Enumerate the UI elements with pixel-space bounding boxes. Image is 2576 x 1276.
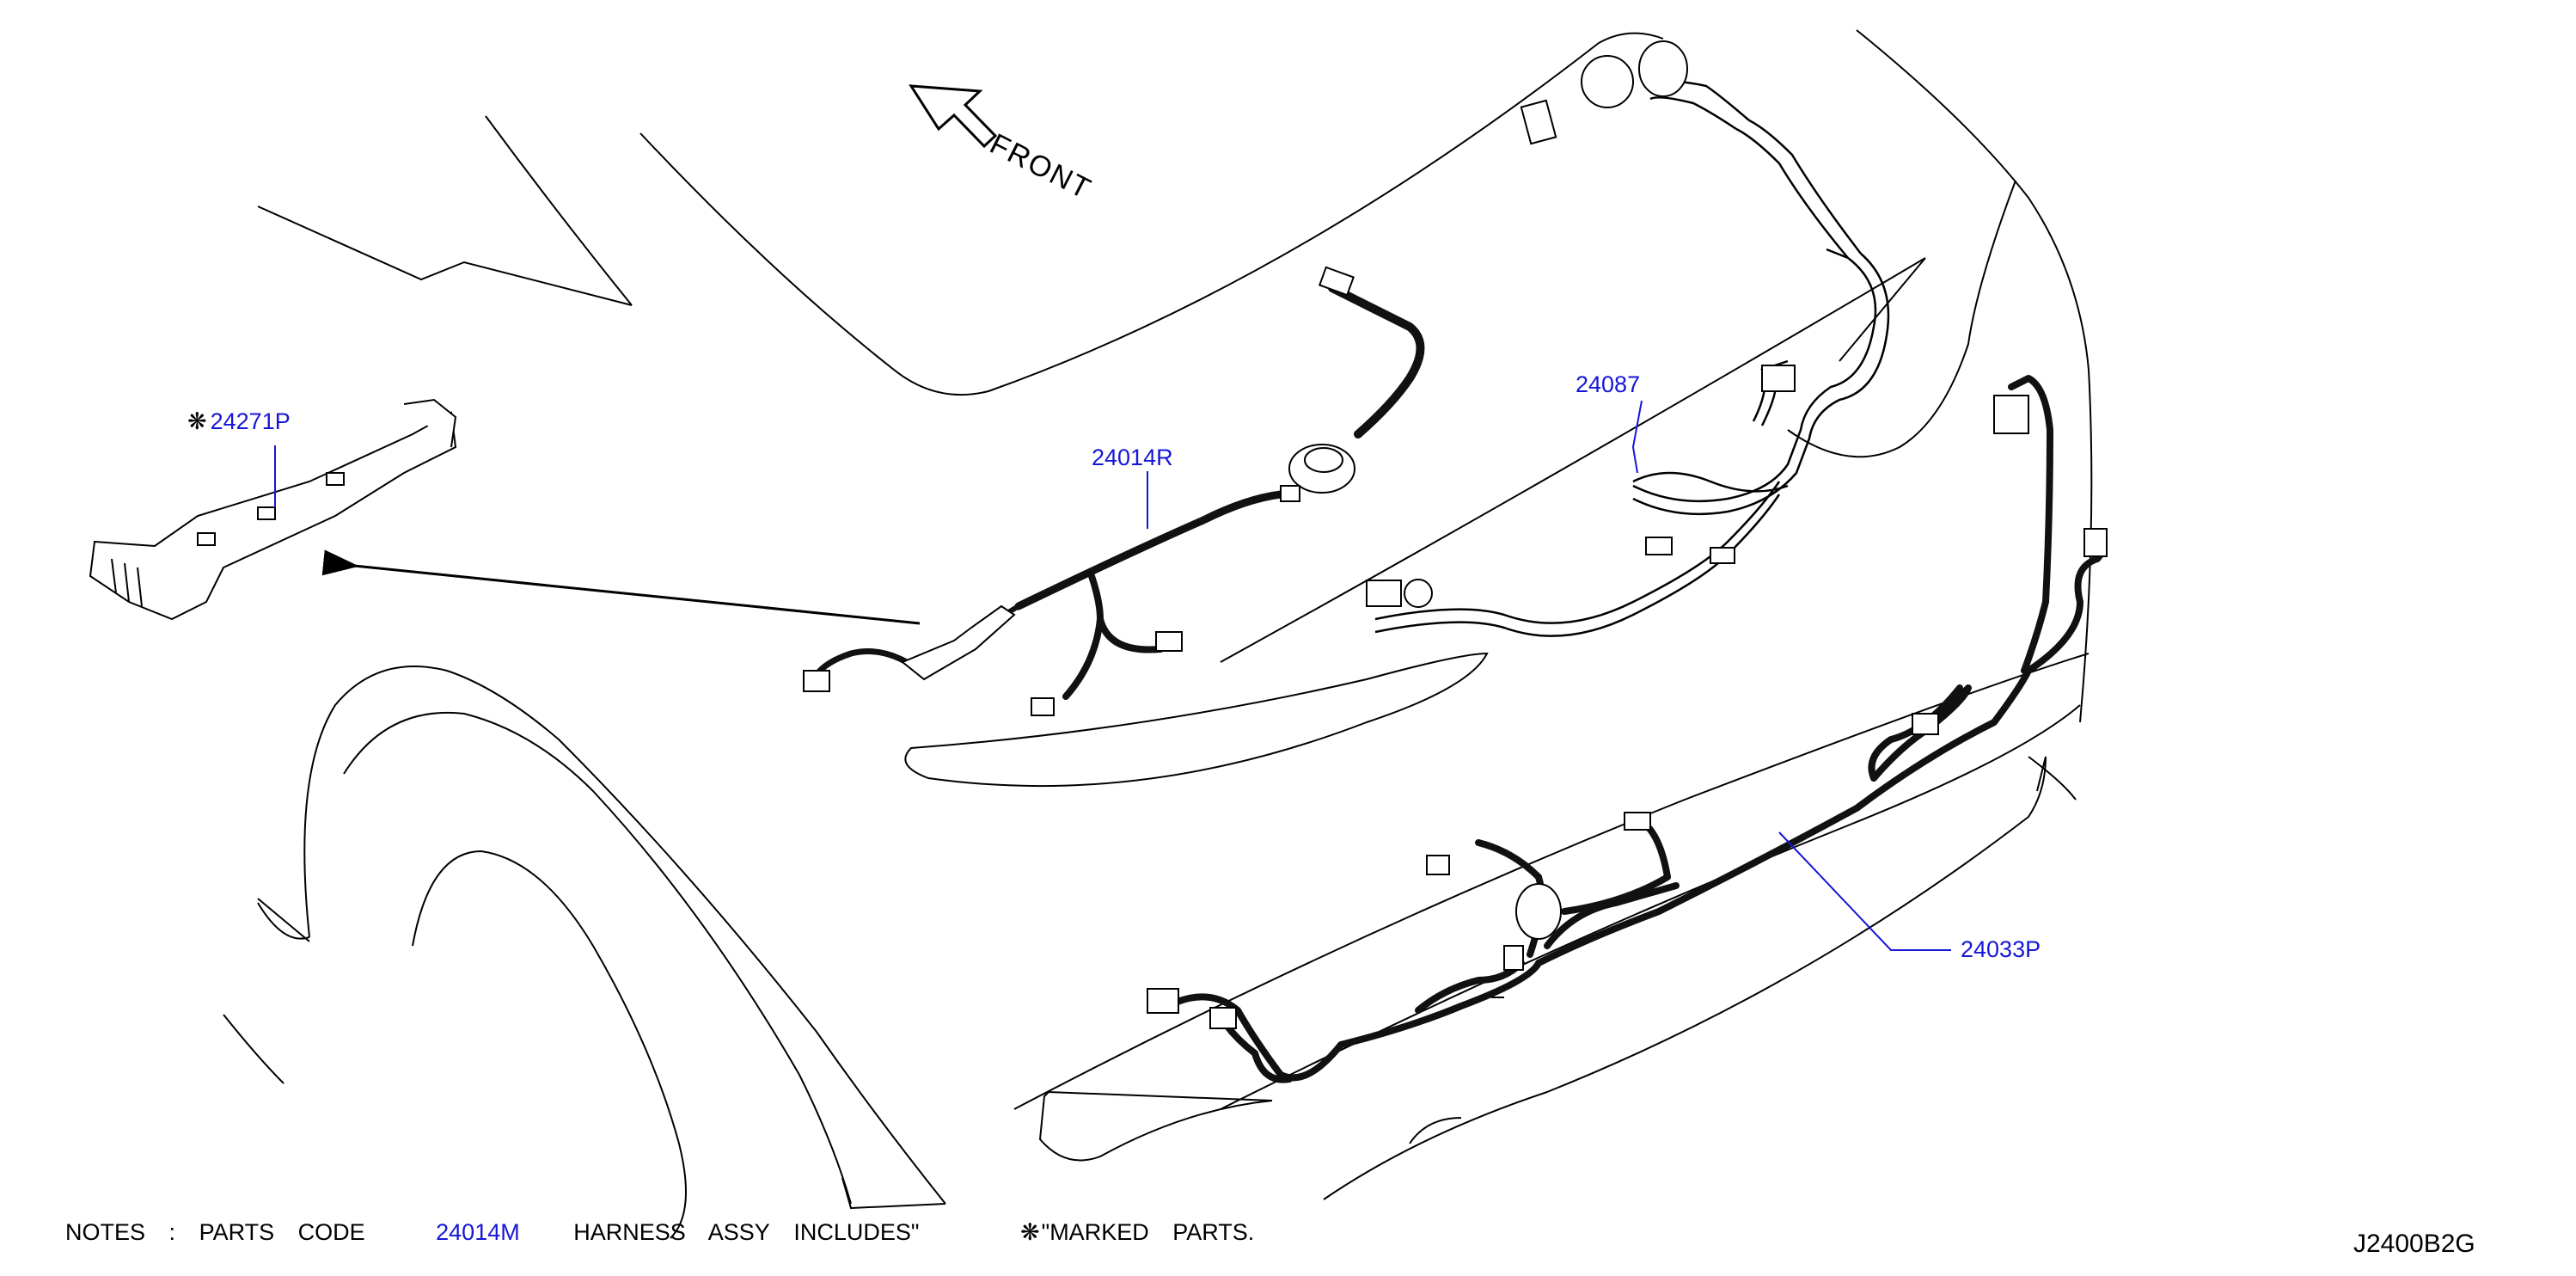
notes-word-parts: PARTS (199, 1219, 275, 1245)
bracket-24271p[interactable] (89, 398, 457, 621)
notes-word-includes: INCLUDES" (793, 1219, 920, 1245)
notes-word-harness: HARNESS (573, 1219, 686, 1245)
callout-24087[interactable]: 24087 (1576, 371, 1641, 397)
harness-24033p-connectors (1147, 395, 2108, 1029)
harness-24014r-connectors (803, 266, 1355, 716)
star-icon: ❋ (1019, 1219, 1040, 1245)
harness-24087[interactable] (1374, 80, 1890, 637)
front-arrow-icon (909, 84, 998, 149)
notes-prefix: NOTES (65, 1219, 146, 1245)
diagram-id: J2400B2G (2353, 1230, 2475, 1258)
notes-word-code: CODE (297, 1219, 365, 1245)
leader-lines (274, 400, 1951, 951)
callout-24014r[interactable]: 24014R (1092, 445, 1173, 470)
callout-24033p[interactable]: 24033P (1961, 936, 2041, 962)
callout-24271p[interactable]: ❋24271P (187, 410, 291, 433)
notes: NOTES : PARTS CODE 24014M HARNESS ASSY I… (65, 1221, 1271, 1244)
notes-part-code[interactable]: 24014M (436, 1219, 520, 1245)
harness-24087-connectors (1366, 40, 1796, 608)
notes-word-assy: ASSY (707, 1219, 770, 1245)
notes-word-parts-end: PARTS. (1172, 1219, 1255, 1245)
notes-sep: : (168, 1219, 176, 1245)
notes-word-marked: "MARKED (1041, 1219, 1149, 1245)
star-icon: ❋ (187, 408, 207, 434)
callout-24271p-label: 24271P (210, 408, 291, 434)
harness-24033p[interactable] (1174, 375, 2105, 1083)
vehicle-outline (223, 29, 2093, 1239)
